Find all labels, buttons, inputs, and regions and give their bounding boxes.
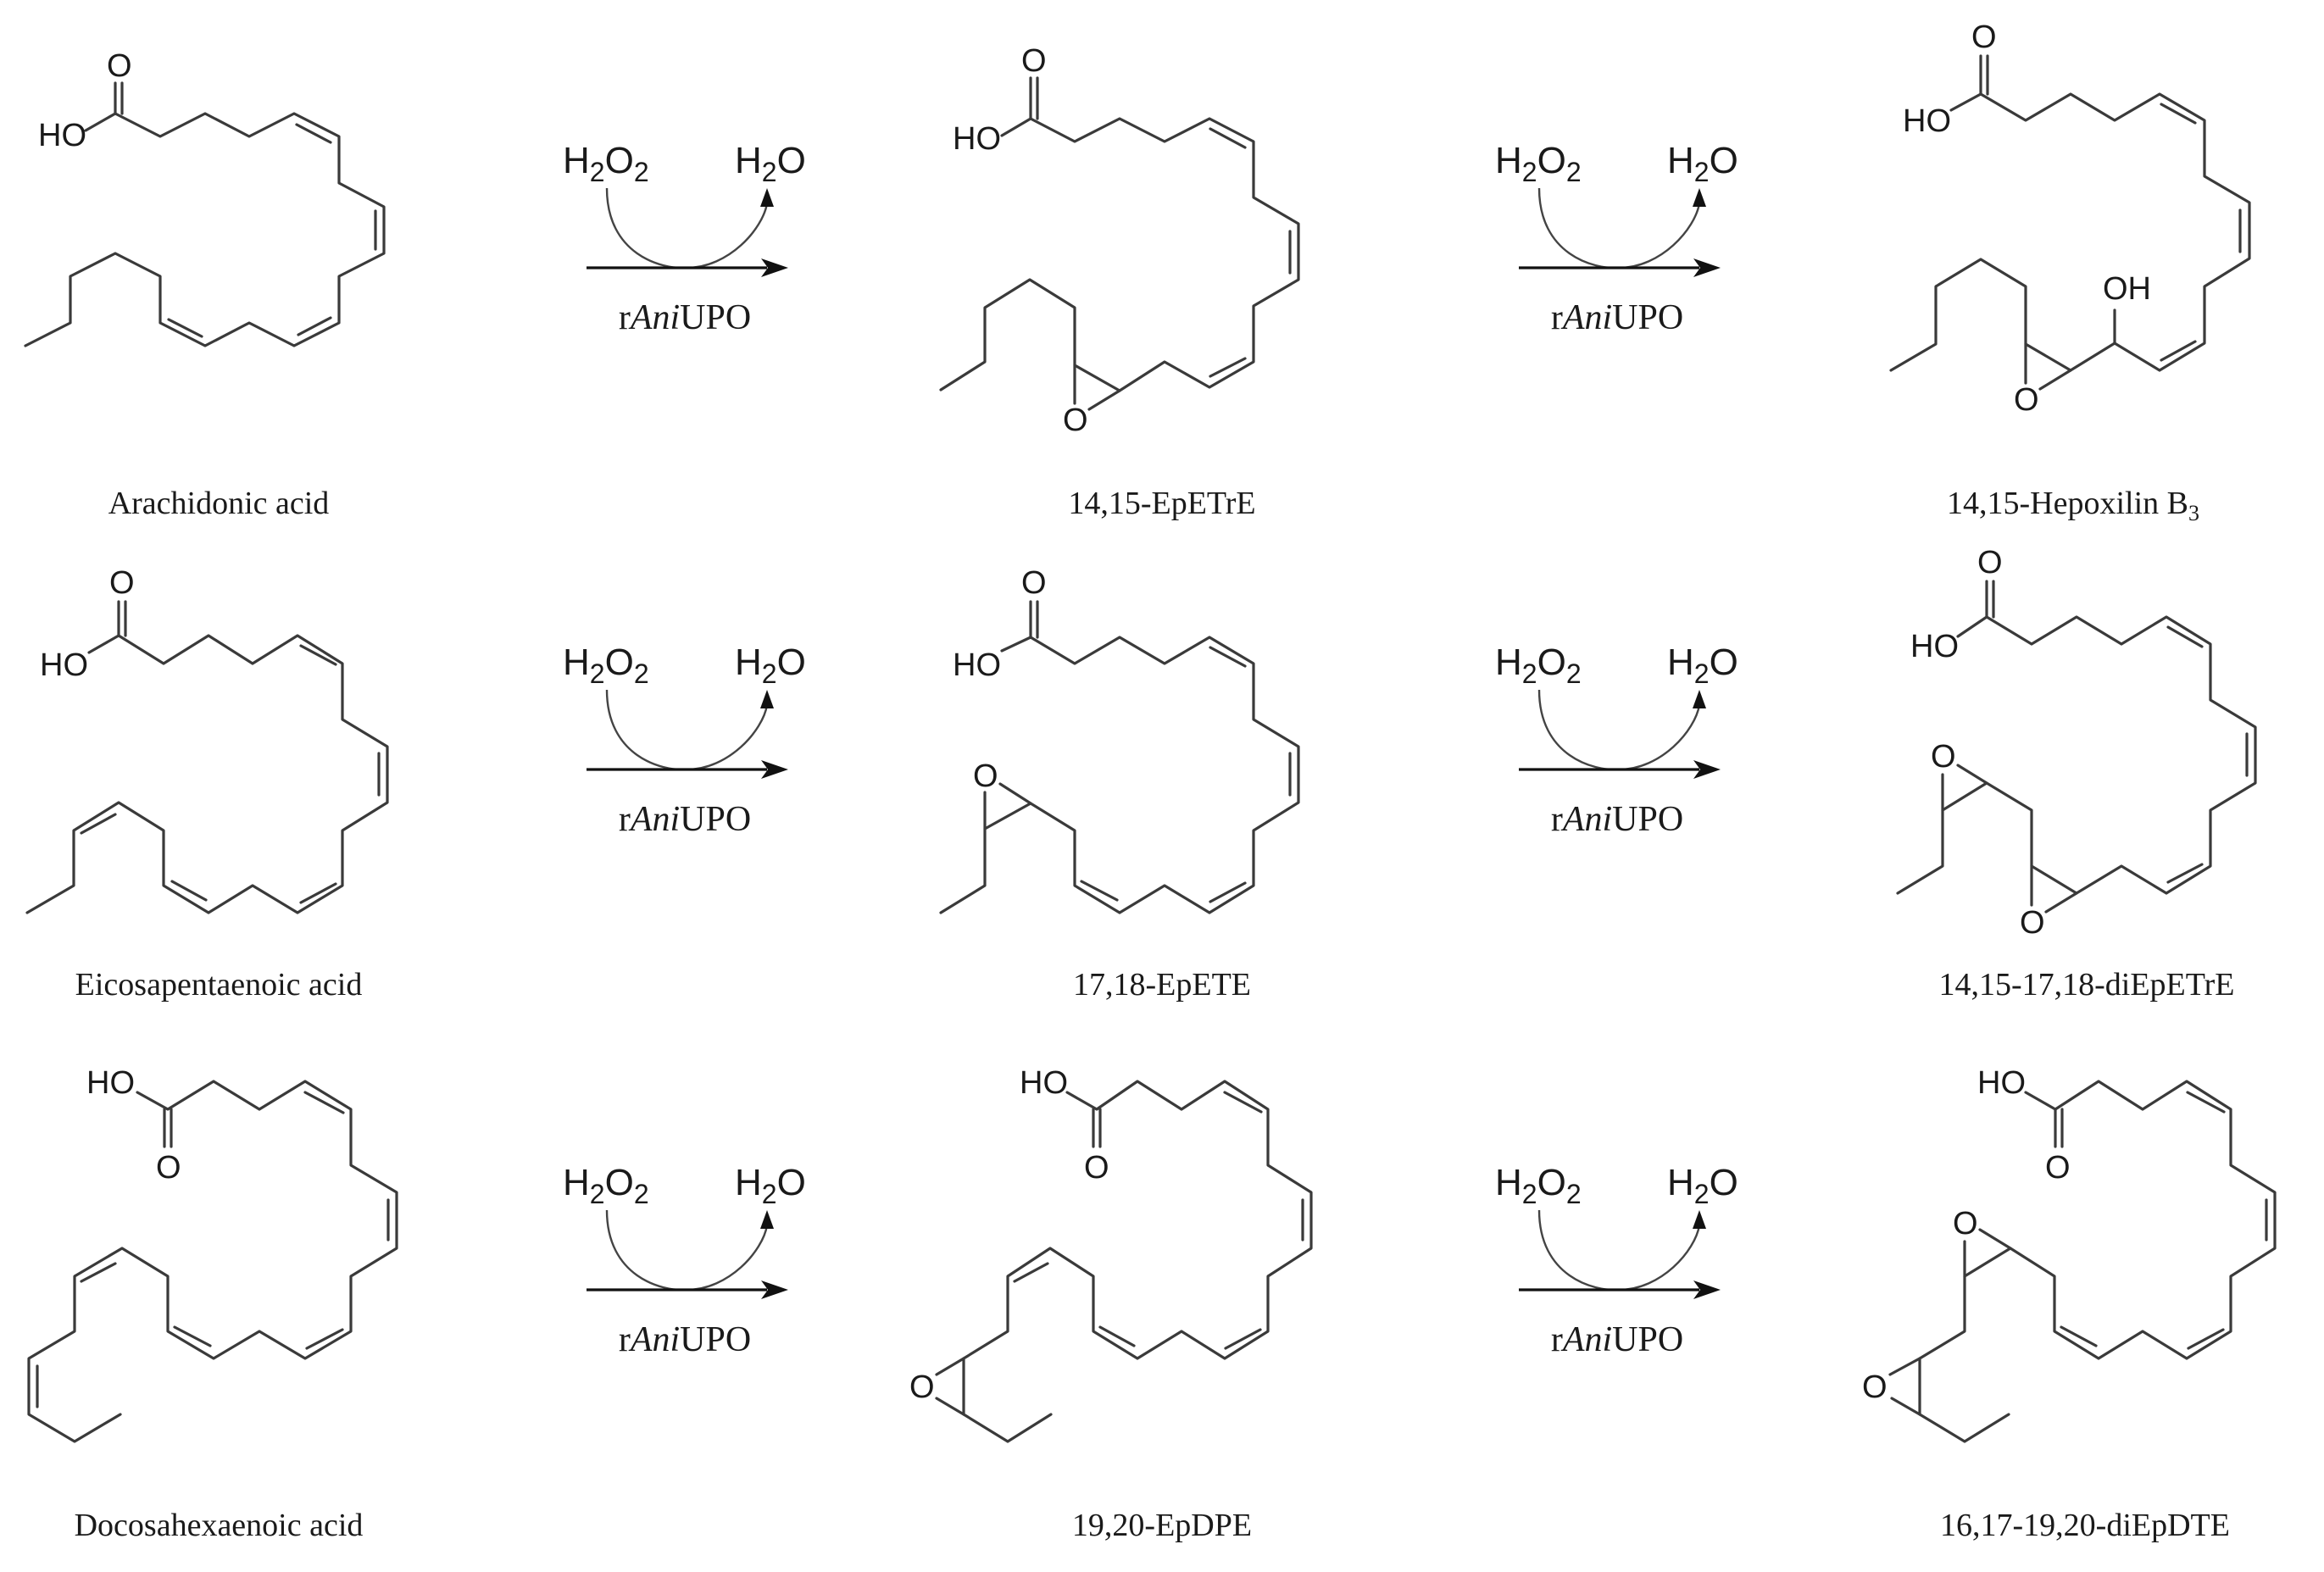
- enzyme-label: rAniUPO: [1551, 800, 1683, 839]
- reagent-h2o2: H2O2: [563, 140, 649, 187]
- atom-carbonyl-o: O: [1977, 545, 2003, 580]
- atom-hydroxyl: HO: [1910, 629, 1959, 664]
- atom-epoxide-o-2: O: [2020, 905, 2045, 941]
- label-docosahexaenoic-acid: Docosahexaenoic acid: [75, 1508, 364, 1543]
- arrowhead: [1693, 258, 1721, 277]
- arrowhead-small: [1693, 1210, 1706, 1229]
- atom-carbonyl-o: O: [2045, 1150, 2071, 1186]
- structure-arachidonic-acid: O HO: [24, 48, 386, 347]
- atom-epoxide-o-2: O: [1862, 1369, 1888, 1405]
- product-h2o: H2O: [735, 140, 806, 187]
- label-arachidonic-acid: Arachidonic acid: [108, 486, 330, 521]
- label-eicosapentaenoic-acid: Eicosapentaenoic acid: [75, 967, 363, 1003]
- structure-16-17-19-20-diepdte: O O O HO: [1862, 1065, 2277, 1443]
- atom-carbonyl-o: O: [1021, 565, 1047, 601]
- structure-14-15-epetre: O O HO: [939, 43, 1300, 438]
- arrowhead-small: [760, 690, 774, 708]
- arrowhead: [761, 760, 788, 779]
- reagent-h2o2: H2O2: [1495, 140, 1582, 187]
- product-h2o: H2O: [735, 642, 806, 689]
- reaction-arrow-row3-step1: H2O2 H2O rAniUPO: [563, 1162, 806, 1359]
- structure-17-18-epete: O O HO: [939, 565, 1300, 914]
- atom-hydroxyl: HO: [953, 121, 1001, 157]
- reaction-arrow-row1-step2: H2O2 H2O rAniUPO: [1495, 140, 1738, 337]
- arrowhead: [761, 1280, 788, 1299]
- label-14-15-hepoxilin-b3: 14,15-Hepoxilin B3: [1947, 486, 2199, 525]
- label-16-17-19-20-diepdte: 16,17-19,20-diEpDTE: [1940, 1508, 2230, 1543]
- label-14-15-epetre: 14,15-EpETrE: [1068, 486, 1255, 521]
- structure-14-15-hepoxilin-b3: OH O O HO: [1889, 19, 2251, 418]
- reaction-arrow-row2-step1: H2O2 H2O rAniUPO: [563, 642, 806, 839]
- atom-hydroxyl: HO: [86, 1065, 135, 1101]
- enzyme-label: rAniUPO: [619, 298, 751, 337]
- atom-carbonyl-o: O: [1084, 1150, 1109, 1186]
- atom-hydroxyl: HO: [1903, 103, 1951, 139]
- atom-carbonyl-o: O: [107, 48, 132, 84]
- atom-carbonyl-o: O: [109, 565, 135, 601]
- reagent-h2o2: H2O2: [1495, 1162, 1582, 1209]
- structure-eicosapentaenoic-acid: O HO: [25, 565, 389, 914]
- enzyme-label: rAniUPO: [1551, 298, 1683, 337]
- label-14-15-17-18-diepetre: 14,15-17,18-diEpETrE: [1938, 967, 2234, 1003]
- atom-hydroxyl: HO: [1020, 1065, 1068, 1101]
- arrowhead: [761, 258, 788, 277]
- enzyme-label: rAniUPO: [619, 800, 751, 839]
- arrowhead-small: [1693, 690, 1706, 708]
- atom-hydroxyl: HO: [38, 118, 86, 153]
- arrowhead-small: [760, 1210, 774, 1229]
- arrowhead-small: [1693, 188, 1706, 207]
- enzyme-label: rAniUPO: [619, 1320, 751, 1359]
- arrowhead: [1693, 1280, 1721, 1299]
- reaction-arrow-row2-step2: H2O2 H2O rAniUPO: [1495, 642, 1738, 839]
- atom-epoxide-o: O: [2014, 382, 2039, 418]
- arrowhead: [1693, 760, 1721, 779]
- atom-epoxide-o: O: [909, 1369, 935, 1405]
- atom-carbonyl-o: O: [156, 1150, 181, 1186]
- structure-19-20-epdpe: O O HO: [909, 1065, 1313, 1443]
- structure-14-15-17-18-diepetre: O O O HO: [1896, 545, 2257, 941]
- reagent-h2o2: H2O2: [1495, 642, 1582, 689]
- atom-hydroxyl: HO: [40, 647, 88, 683]
- atom-epoxide-o: O: [1931, 739, 1956, 775]
- reagent-h2o2: H2O2: [563, 1162, 649, 1209]
- product-h2o: H2O: [1667, 140, 1738, 187]
- atom-hydroxyl: HO: [1977, 1065, 2026, 1101]
- enzyme-label: rAniUPO: [1551, 1320, 1683, 1359]
- label-19-20-epdpe: 19,20-EpDPE: [1072, 1508, 1252, 1543]
- product-h2o: H2O: [735, 1162, 806, 1209]
- atom-epoxide-o: O: [1953, 1206, 1978, 1241]
- atom-epoxide-o: O: [1063, 403, 1088, 438]
- reagent-h2o2: H2O2: [563, 642, 649, 689]
- product-h2o: H2O: [1667, 1162, 1738, 1209]
- structure-docosahexaenoic-acid: O HO: [27, 1065, 398, 1443]
- atom-alcohol: OH: [2103, 271, 2151, 307]
- label-17-18-epete: 17,18-EpETE: [1073, 967, 1251, 1003]
- product-h2o: H2O: [1667, 642, 1738, 689]
- reaction-arrow-row3-step2: H2O2 H2O rAniUPO: [1495, 1162, 1738, 1359]
- atom-hydroxyl: HO: [953, 647, 1001, 683]
- atom-carbonyl-o: O: [1021, 43, 1047, 79]
- reaction-arrow-row1-step1: H2O2 H2O rAniUPO: [563, 140, 806, 337]
- atom-carbonyl-o: O: [1971, 19, 1997, 55]
- atom-epoxide-o: O: [973, 758, 998, 794]
- arrowhead-small: [760, 188, 774, 207]
